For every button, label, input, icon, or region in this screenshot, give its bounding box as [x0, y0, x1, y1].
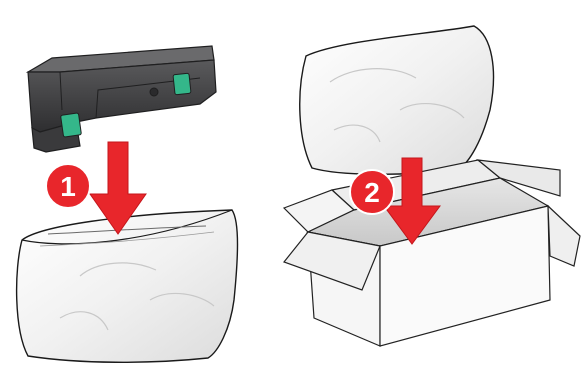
left-latch — [61, 113, 82, 137]
step-1-number: 1 — [60, 171, 76, 202]
step-2-badge: 2 — [350, 170, 394, 214]
right-latch — [173, 73, 191, 95]
step-2-number: 2 — [364, 177, 380, 208]
shipping-box-icon — [284, 160, 580, 346]
plastic-bag-icon — [17, 210, 238, 362]
step-1-badge: 1 — [46, 164, 90, 208]
imaging-unit-icon — [28, 46, 216, 152]
plastic-bag-icon — [300, 26, 494, 174]
